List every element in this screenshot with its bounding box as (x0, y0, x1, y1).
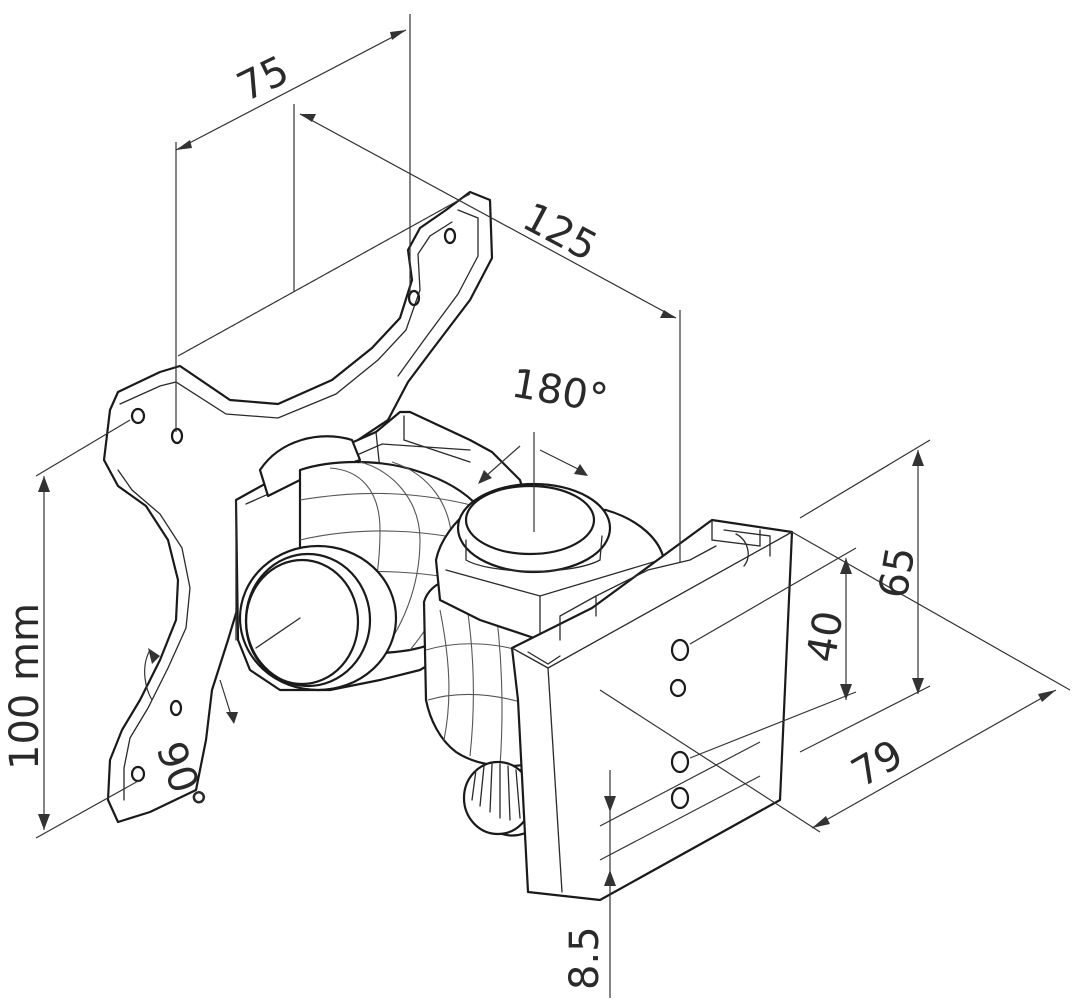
vesa-hole (443, 227, 457, 245)
dim-label-40: 40 (799, 608, 853, 666)
swivel-arrow-left-icon (485, 445, 521, 477)
dim-label-79: 79 (844, 731, 911, 796)
vesa-hole (169, 699, 183, 717)
bracket-hole (669, 678, 687, 698)
rotation-arrows (144, 432, 588, 724)
vesa-hole (170, 427, 184, 445)
bracket-hole (670, 638, 690, 662)
dim-label-8-5: 8.5 (562, 926, 608, 990)
vesa-hole (130, 407, 146, 425)
vesa-hole (407, 289, 421, 307)
dim-label-125: 125 (515, 194, 604, 270)
bracket-holes (669, 638, 690, 810)
tilt-arrow-up-icon (144, 649, 153, 701)
tilt-arrow-down-icon (219, 679, 233, 719)
wall-bracket (510, 518, 794, 902)
dim-label-100mm: 100 mm (2, 603, 48, 770)
bracket-hole (670, 750, 690, 774)
dimension-lines (35, 14, 1071, 998)
tilt-knob-left (238, 544, 398, 692)
bracket-hole (670, 786, 690, 810)
dim-label-180: 180° (508, 361, 611, 423)
dim-label-75: 75 (230, 47, 296, 111)
swivel-arrow-right-icon (539, 449, 581, 471)
dim-label-65: 65 (871, 544, 925, 602)
